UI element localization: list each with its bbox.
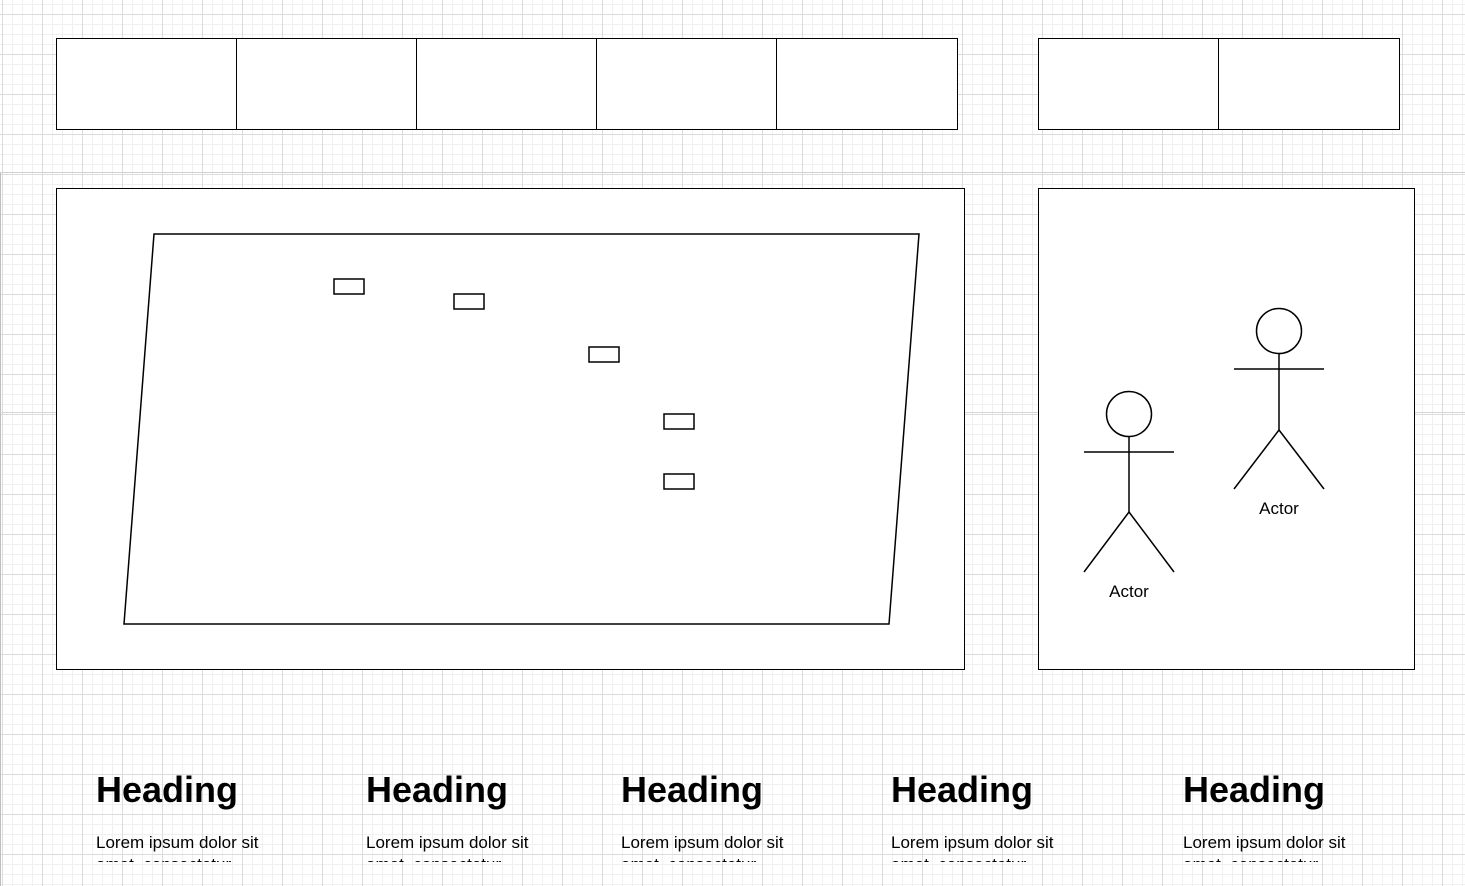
top-bar-left-cell-4[interactable]: [596, 38, 778, 130]
text-column-3[interactable]: Heading Lorem ipsum dolor sit amet, cons…: [621, 768, 851, 862]
top-bar-right-cell-1[interactable]: [1038, 38, 1220, 130]
top-bar-left-cell-5[interactable]: [776, 38, 958, 130]
column-text: Lorem ipsum dolor sit amet, consectetur: [1183, 833, 1346, 862]
page-boundary-horizontal: [0, 172, 1465, 173]
text-column-2[interactable]: Heading Lorem ipsum dolor sit amet, cons…: [366, 768, 596, 862]
text-column-4[interactable]: Heading Lorem ipsum dolor sit amet, cons…: [891, 768, 1121, 862]
column-text: Lorem ipsum dolor sit amet, consectetur: [366, 833, 529, 862]
top-bar-left-cell-2[interactable]: [236, 38, 418, 130]
main-panel[interactable]: [56, 188, 965, 670]
actor-label-2: Actor: [1259, 499, 1299, 518]
column-heading: Heading: [1183, 769, 1326, 810]
top-bar-left-cell-1[interactable]: [56, 38, 238, 130]
column-heading: Heading: [366, 769, 509, 810]
column-text: Lorem ipsum dolor sit amet, consectetur: [621, 833, 784, 862]
column-heading: Heading: [621, 769, 764, 810]
top-bar-left-cell-3[interactable]: [416, 38, 598, 130]
text-column-1[interactable]: Heading Lorem ipsum dolor sit amet, cons…: [96, 768, 326, 862]
actor-label-1: Actor: [1109, 582, 1149, 601]
column-text: Lorem ipsum dolor sit amet, consectetur: [96, 833, 259, 862]
column-text: Lorem ipsum dolor sit amet, consectetur: [891, 833, 1054, 862]
actors-panel[interactable]: [1038, 188, 1415, 670]
page-boundary-vertical: [0, 172, 1, 886]
top-bar-right-cell-2[interactable]: [1218, 38, 1400, 130]
text-column-5[interactable]: Heading Lorem ipsum dolor sit amet, cons…: [1183, 768, 1413, 862]
column-heading: Heading: [891, 769, 1034, 810]
column-heading: Heading: [96, 769, 239, 810]
